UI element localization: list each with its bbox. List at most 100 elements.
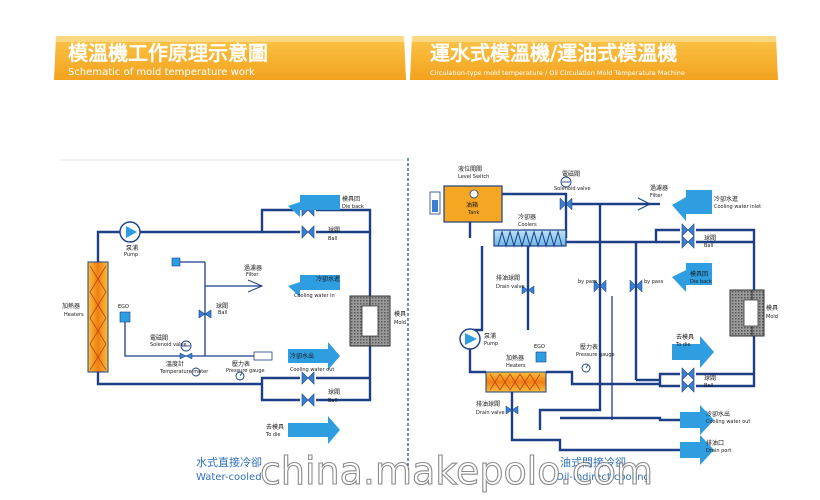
right-title-en: Circulation-type mold temperature / Oil … [430,69,685,77]
right-level-fill [432,200,438,212]
right-drain-out-cn: 排油口 [706,439,724,447]
left-caption-cn: 水式直接冷卻 [196,455,262,469]
right-cooling-out-cn: 冷卻水出 [706,410,730,418]
right-ego-sensor [535,351,547,363]
right-cooler-coil [497,230,563,248]
left-pressure-cn: 壓力表 [232,360,250,368]
right-filter-icon [637,197,652,211]
left-ball-top-valve-2 [301,225,315,239]
right-pressure-cn: 壓力表 [580,343,598,351]
left-ball-mid-en: Ball [218,310,227,316]
right-drain-top-valve [521,285,535,295]
right-level-en: Level Switch [458,174,489,180]
right-ball-low-cn: 球閥 [704,374,716,382]
pipe-cooler-pump [470,246,484,332]
heater-coil [89,265,107,371]
heater-element [87,261,109,373]
left-solenoid-cn: 電磁閥 [150,334,168,342]
pipe-pump-heater [468,348,486,374]
right-drain-out-en: Drain port [706,448,731,454]
left-cooling-in-en: Cooling water in [294,293,335,299]
right-ball-top-cn: 球閥 [704,234,716,242]
right-caption-en: Oil-indirect cooling [556,472,650,483]
right-to-die-cn: 去模具 [676,333,694,341]
right-coolers-en: Coolers [518,222,537,228]
left-pump-triangle [126,226,137,238]
right-drain-out-arrow [680,435,714,465]
right-tank-cn: 油箱 [466,201,478,209]
pipe-pump-top [140,208,300,234]
right-drain-low-en: Drain valve [476,410,505,416]
left-die-back-arrow [288,195,340,217]
left-diagram: 加熱器 Heaters 泵浦 Pump EGO 過濾器 Filter 球閥 Ba… [62,195,406,483]
right-tank-en: Tank [467,210,479,216]
right-heaters-cn: 加熱器 [506,354,524,362]
right-to-die-en: To die [675,342,691,348]
header-banner: 模溫機工作原理示意圖 Schematic of mold temperature… [54,36,778,80]
right-cooling-out-en: Cooling water out [706,419,750,425]
right-filter-cn: 過濾器 [650,184,668,192]
right-cooling-in-cn: 冷卻水進 [714,195,738,203]
left-heaters-en: Heaters [64,312,84,318]
right-bypass-a-valve [593,279,607,293]
right-to-die-arrow [672,336,714,368]
left-cooling-in-arrow [288,275,340,297]
right-ball-low-valve-2 [681,379,695,393]
right-heater-coil [489,373,541,391]
right-level-cn: 液位開關 [458,165,482,173]
watermark: china.makepolo.com [260,449,653,493]
pipe-cooling-out [124,322,262,357]
right-cooling-out-arrow [680,405,714,435]
right-caption-cn: 油式間接冷卻 [560,455,626,469]
left-cooling-out-cn: 冷卻水出 [290,352,314,360]
left-filter-icon [247,279,264,293]
left-temp-en: Temperature meter [159,369,209,375]
pipe-low-return [260,376,300,402]
left-cooling-out-tube [253,351,273,361]
right-solenoid-cn: 電磁閥 [562,170,580,178]
pipe-heater-bottom [96,372,262,386]
right-heater [485,371,547,393]
left-ego-label: EGO [118,304,129,310]
pipe-heater-out [546,370,660,386]
right-drain-top-en: Drain valve [496,284,525,290]
right-solenoid-en: Solenoid valve [554,186,591,192]
right-cooling-in-en: Cooling water inlet [714,204,761,210]
left-pump-cn: 泵浦 [126,244,138,252]
right-pressure-needle [585,364,589,369]
left-ball-mid-valve [198,309,212,319]
left-title-cn: 模溫機工作原理示意圖 [68,41,268,65]
right-drain-top-cn: 排油球閥 [496,274,520,282]
left-solenoid-valve [179,352,193,360]
pipe-cooling-out [560,416,680,422]
right-die-back-en: Die back [690,279,712,285]
right-die-back-cn: 模具回 [690,270,708,278]
pipe-mold-to-die [696,336,756,388]
left-to-die-cn: 去模具 [266,423,284,431]
left-temp-meter-icon [191,367,201,377]
left-ball-low-cn: 球閥 [328,388,340,396]
left-mold-cn: 模具 [394,310,406,318]
right-ball-top-valve-2 [681,235,695,249]
right-mold-en: Mold [766,314,778,320]
left-ego-sensor [119,311,131,323]
right-drain-low-valve [505,405,519,415]
right-ball-low-valve-1 [681,367,695,381]
right-pump-en: Pump [484,341,498,347]
left-ball-low-valve-1 [301,371,315,385]
left-title-en: Schematic of mold temperature work [68,67,255,78]
pipe-heater-pump [96,230,120,262]
right-pump-cn: 泵浦 [484,332,496,340]
left-to-die-en: To die [265,432,281,438]
left-ball-top-cn: 球閥 [328,226,340,234]
right-ball-top-en: Ball [704,243,713,249]
right-mold-cn: 模具 [766,304,778,312]
left-caption-en: Water-cooled [196,472,262,483]
left-filter-cn: 過濾器 [244,264,262,272]
pipe-die-back [696,228,756,290]
right-bypass-a-label: by pass [578,279,598,285]
right-drain-low-cn: 排油球閥 [476,400,500,408]
left-mold-cavity [361,305,379,337]
right-pump-triangle [465,333,477,345]
right-ball-low-en: Ball [704,383,713,389]
